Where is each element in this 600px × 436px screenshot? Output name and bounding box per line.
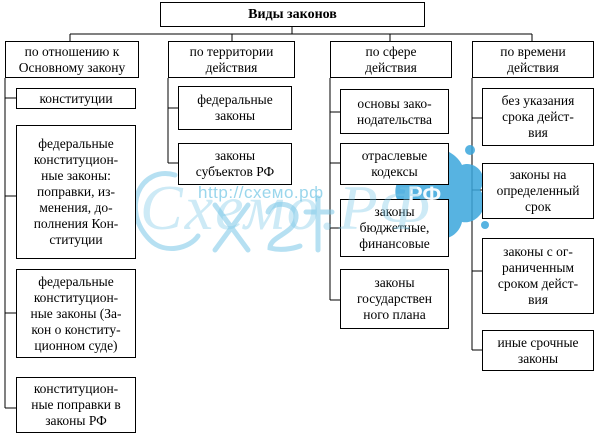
item-fixed-term: законы на определенный срок [482,163,594,219]
item-federal-laws: федеральные законы [178,86,292,130]
header-relation-to-constitution: по отношению к Основному закону [5,41,139,78]
item-legislation-basics: основы зако- нодательства [340,89,449,134]
item-fed-const-laws-court: федеральные конституцион- ные законы (За… [16,269,136,358]
header-time: по времени действия [472,41,594,78]
item-other-term: иные срочные законы [482,330,594,371]
header-sphere: по сфере действия [330,41,452,78]
item-limited-term: законы с ог- раниченным сроком дейст- ви… [482,238,594,314]
item-constitutions: конституции [16,88,136,109]
diagram-title: Виды законов [160,2,425,27]
watermark-url: http://схемо.рф [198,183,324,202]
item-no-term: без указания срока дейст- вия [482,88,594,146]
item-budget-laws: законы бюджетные, финансовые [340,199,449,257]
item-fed-const-laws-amendments: федеральные конституцион- ные законы: по… [16,125,136,259]
item-subject-laws: законы субъектов РФ [178,143,292,185]
item-const-amendments: конституцион- ные поправки в законы РФ [16,377,136,433]
header-territory: по территории действия [168,41,295,78]
item-state-plan-laws: законы государствен ного плана [340,269,449,329]
item-branch-codes: отраслевые кодексы [340,143,449,185]
